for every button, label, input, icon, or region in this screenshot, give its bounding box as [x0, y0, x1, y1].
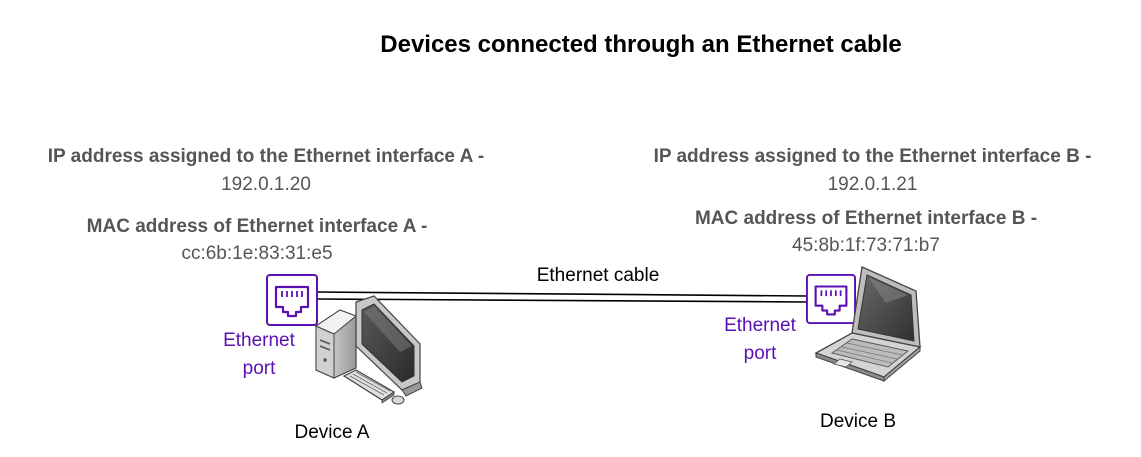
device-a-ip-value: 192.0.1.20 [221, 174, 311, 195]
device-b-port-line1: Ethernet [724, 315, 796, 336]
device-a-name: Device A [294, 422, 370, 443]
device-b-name: Device B [819, 411, 897, 432]
ethernet-port-icon [806, 274, 856, 324]
device-a-port-line2: port [242, 358, 276, 379]
ethernet-port-icon [266, 274, 318, 326]
device-a-port-label: Ethernet port [209, 327, 309, 383]
cable-label: Ethernet cable [536, 265, 660, 286]
device-a-mac-value: cc:6b:1e:83:31:e5 [181, 243, 333, 264]
desktop-computer-icon [314, 295, 423, 405]
device-b-mac-label: MAC address of Ethernet interface B - [694, 208, 1038, 229]
diagram-title: Devices connected through an Ethernet ca… [380, 31, 902, 58]
device-b-mac-value: 45:8b:1f:73:71:b7 [792, 235, 940, 256]
device-a-mac-label: MAC address of Ethernet interface A - [86, 216, 428, 237]
device-b-port-label: Ethernet port [710, 312, 810, 368]
device-b-port-line2: port [743, 343, 777, 364]
device-a-port-line1: Ethernet [223, 330, 295, 351]
device-a-ip-label: IP address assigned to the Ethernet inte… [47, 146, 485, 167]
device-b-ip-label: IP address assigned to the Ethernet inte… [653, 146, 1092, 167]
device-b-ip-value: 192.0.1.21 [827, 174, 918, 195]
laptop-icon [814, 266, 922, 383]
